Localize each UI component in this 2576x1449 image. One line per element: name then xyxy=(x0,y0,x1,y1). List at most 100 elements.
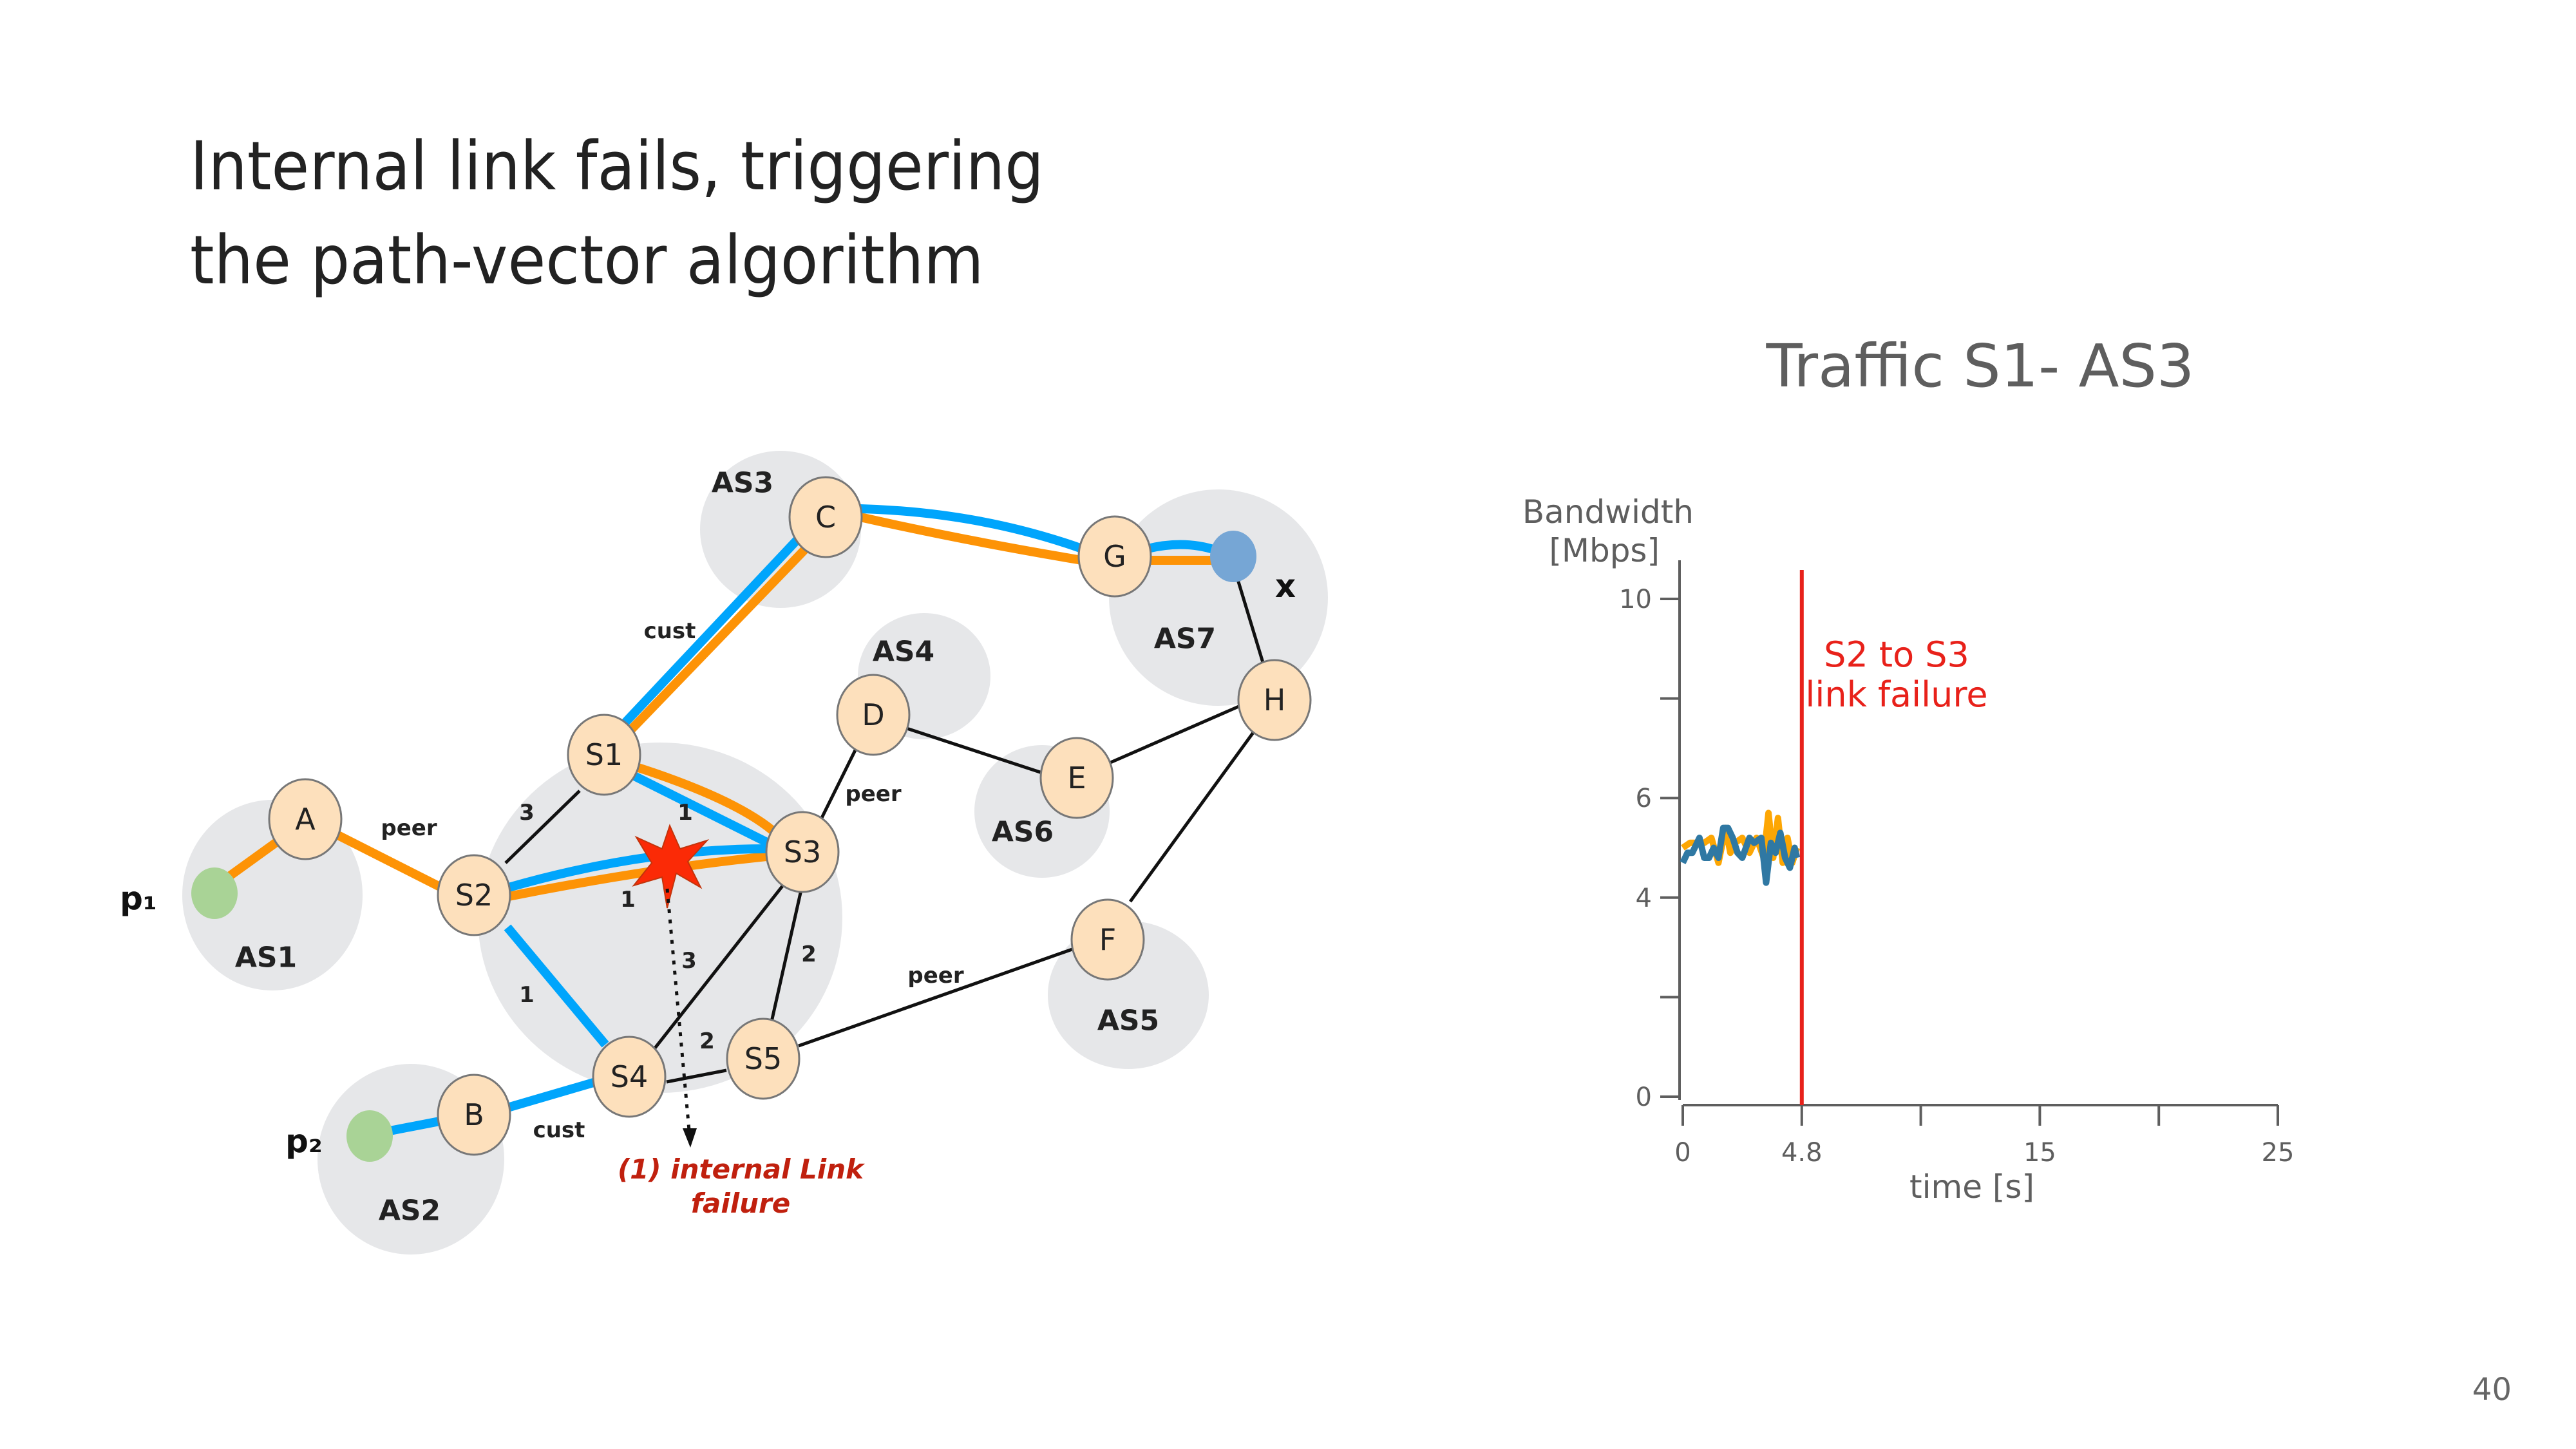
node-f[interactable] xyxy=(1070,898,1145,981)
link-d-s3 xyxy=(817,749,857,824)
edge-label-s1-s3: 1 xyxy=(677,800,693,826)
prefix-dot-p2 xyxy=(346,1110,393,1162)
node-g[interactable] xyxy=(1077,515,1152,598)
link-s3-s4 xyxy=(652,882,786,1051)
node-a[interactable] xyxy=(268,778,343,860)
orange-path xyxy=(222,513,1217,901)
node-c[interactable] xyxy=(788,476,863,558)
y-tick-label: 4 xyxy=(1636,884,1652,913)
blue-path xyxy=(385,504,1219,1136)
edge-label-b-s4: cust xyxy=(533,1117,585,1143)
series-line-blue xyxy=(1680,824,1801,886)
chart-lines xyxy=(1680,810,1801,886)
failure-annotation-line-1: (1) internal Link xyxy=(618,1153,866,1185)
y-axis-label-line-1: Bandwidth xyxy=(1522,493,1694,531)
blue-c-g xyxy=(860,504,1084,553)
prefix-dot-p1 xyxy=(191,867,238,919)
node-s2[interactable] xyxy=(437,854,511,936)
black-links xyxy=(504,579,1265,1084)
prefix-label-x: x xyxy=(1275,567,1296,605)
as-label-as5: AS5 xyxy=(1097,1005,1159,1037)
node-s5[interactable] xyxy=(726,1018,800,1100)
edge-label-a-s2: peer xyxy=(381,815,437,841)
node-label-s1: S1 xyxy=(585,737,623,772)
link-e-h xyxy=(1108,703,1243,765)
orange-s1-c xyxy=(627,546,809,733)
node-label-s4: S4 xyxy=(611,1059,648,1094)
link-d-e xyxy=(904,726,1043,775)
slide-title: Internal link fails, triggering the path… xyxy=(190,119,1118,307)
node-label-s5: S5 xyxy=(744,1041,782,1076)
orange-p1-a xyxy=(222,833,287,883)
blue-b-s4 xyxy=(506,1077,597,1112)
edge-label-s5-f: peer xyxy=(907,963,963,989)
arrow-head-icon xyxy=(683,1128,697,1148)
edge-label-s2-s3: 1 xyxy=(620,887,636,913)
traffic-chart: Traffic S1- AS3 Bandwidth [Mbps] time [s… xyxy=(1522,332,2295,1206)
as-label-as6: AS6 xyxy=(992,816,1054,849)
prefix-label-p2: p₂ xyxy=(285,1122,323,1160)
node-label-g: G xyxy=(1103,539,1126,574)
as-label-as1: AS1 xyxy=(235,942,297,974)
blue-p2-b xyxy=(385,1116,444,1136)
slide-title-line-2: the path-vector algorithm xyxy=(190,221,984,299)
y-tick-label: 6 xyxy=(1636,784,1652,813)
edge-label-s1-c: cust xyxy=(644,618,696,644)
link-x-h xyxy=(1236,579,1265,665)
as-label-as4: AS4 xyxy=(873,636,934,668)
node-s3[interactable] xyxy=(765,811,840,893)
x-tick-label: 15 xyxy=(2023,1138,2056,1168)
node-b[interactable] xyxy=(437,1074,511,1156)
chart-axes: 0 4 6 10 0 4.8 15 25 xyxy=(1619,560,2294,1168)
prefix-label-p1: p₁ xyxy=(120,880,157,917)
x-tick-label: 25 xyxy=(2262,1138,2295,1168)
x-tick-label: 0 xyxy=(1674,1138,1690,1168)
node-h[interactable] xyxy=(1237,659,1312,741)
orange-s2-s3 xyxy=(507,852,767,901)
node-label-f: F xyxy=(1099,922,1116,957)
node-s4[interactable] xyxy=(592,1036,667,1118)
blue-s2-s4 xyxy=(504,924,609,1048)
edge-label-s2-s4: 1 xyxy=(519,982,535,1008)
failure-annotation-text: S2 to S3 xyxy=(1824,634,1969,675)
y-tick-label: 10 xyxy=(1619,585,1652,614)
edge-label-s4-s5: 2 xyxy=(699,1028,715,1054)
node-d[interactable] xyxy=(836,674,911,756)
blue-s1-s3 xyxy=(632,772,772,848)
edge-label-s1-s2: 3 xyxy=(519,800,535,826)
blue-s2-s3 xyxy=(507,844,767,892)
link-s5-f xyxy=(798,947,1073,1048)
failure-annotation-text: link failure xyxy=(1805,674,1987,715)
y-tick-label: 0 xyxy=(1636,1083,1652,1112)
x-tick-label: 4.8 xyxy=(1781,1138,1823,1168)
node-label-h: H xyxy=(1264,683,1286,717)
node-label-s3: S3 xyxy=(784,835,821,869)
x-axis-label: time [s] xyxy=(1909,1168,2034,1206)
as-label-as7: AS7 xyxy=(1154,623,1216,656)
node-s1[interactable] xyxy=(567,714,641,796)
node-e[interactable] xyxy=(1039,737,1114,819)
chart-title: Traffic S1- AS3 xyxy=(1766,332,2195,401)
link-h-f xyxy=(1128,728,1258,903)
failure-star-icon xyxy=(632,824,710,909)
link-s3-s5 xyxy=(768,889,803,1031)
node-label-c: C xyxy=(815,500,836,535)
y-axis-label-line-2: [Mbps] xyxy=(1549,532,1660,569)
blue-s1-c xyxy=(620,536,801,728)
link-s4-s5 xyxy=(666,1068,727,1084)
node-label-s2: S2 xyxy=(455,878,493,913)
failure-annotation-line-2: failure xyxy=(691,1188,791,1219)
orange-a-s2 xyxy=(336,831,444,892)
orange-s1-s3 xyxy=(632,762,776,835)
node-label-b: B xyxy=(464,1097,484,1132)
page-number: 40 xyxy=(2472,1372,2512,1408)
router-nodes xyxy=(268,476,1312,1156)
destination-dot-x xyxy=(1210,531,1256,582)
edge-label-d-s3: peer xyxy=(845,781,901,807)
slide-title-line-1: Internal link fails, triggering xyxy=(190,127,1045,205)
node-label-d: D xyxy=(862,697,884,732)
edge-label-s3-s5: 2 xyxy=(801,942,817,967)
as-label-as3: AS3 xyxy=(712,467,773,500)
